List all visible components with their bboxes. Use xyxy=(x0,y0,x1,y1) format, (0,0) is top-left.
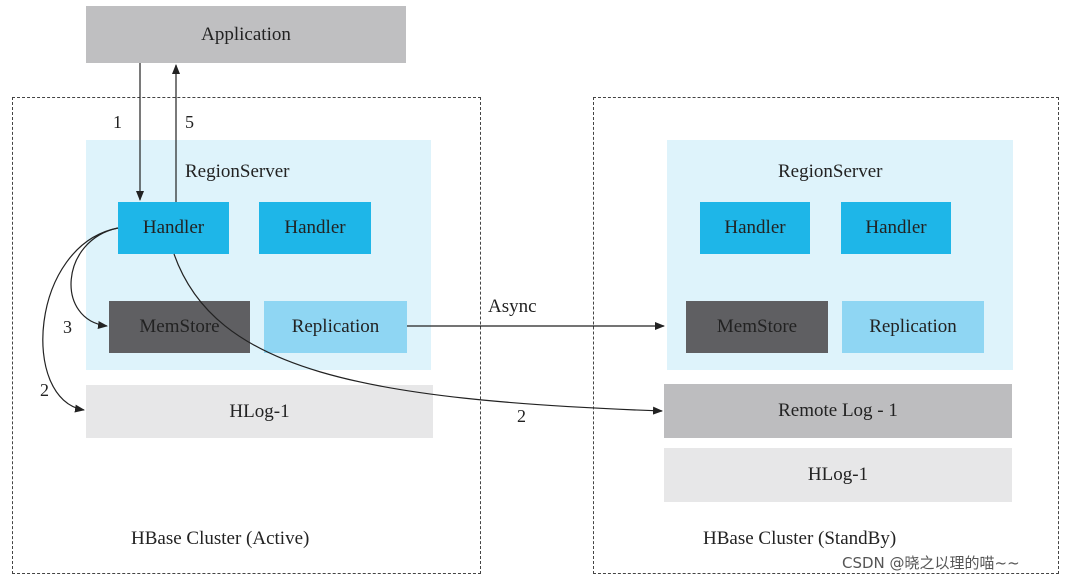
application-label: Application xyxy=(201,23,291,45)
active-memstore: MemStore xyxy=(109,301,250,353)
replication-label: Replication xyxy=(869,316,957,337)
standby-replication: Replication xyxy=(842,301,984,353)
handler-label: Handler xyxy=(142,217,205,238)
active-replication: Replication xyxy=(264,301,407,353)
handler-label: Handler xyxy=(724,217,786,238)
active-handler-2: Handler xyxy=(259,202,371,254)
application-box: Application xyxy=(86,6,406,63)
hlog-label: HLog-1 xyxy=(807,464,869,485)
standby-region-server-label: RegionServer xyxy=(778,161,883,182)
standby-cluster-label: HBase Cluster (StandBy) xyxy=(703,528,897,549)
replication-label: Replication xyxy=(291,316,380,337)
arrow-step-3 xyxy=(70,227,119,329)
handler-label: Handler xyxy=(284,217,346,238)
arrow-step-2-local xyxy=(42,227,119,413)
csdn-watermark: CSDN @晓之以理的喵~~ xyxy=(842,554,1020,572)
standby-memstore: MemStore xyxy=(686,301,828,353)
edge-label-async: Async xyxy=(488,296,537,317)
memstore-label: MemStore xyxy=(716,316,798,337)
standby-handler-1: Handler xyxy=(700,202,810,254)
active-cluster xyxy=(12,97,481,574)
active-region-server-label: RegionServer xyxy=(185,161,290,182)
active-hlog: HLog-1 xyxy=(86,385,433,438)
arrow-step-2-remote xyxy=(173,253,663,415)
standby-remote-log: Remote Log - 1 xyxy=(664,384,1012,438)
remote-log-label: Remote Log - 1 xyxy=(778,400,898,421)
standby-cluster xyxy=(593,97,1059,574)
edge-label-2-local: 2 xyxy=(40,380,49,400)
active-handler-1: Handler xyxy=(118,202,229,254)
memstore-label: MemStore xyxy=(139,316,220,337)
edge-label-5: 5 xyxy=(185,112,194,132)
standby-handler-2: Handler xyxy=(841,202,951,254)
hlog-label: HLog-1 xyxy=(229,400,290,422)
edge-label-1: 1 xyxy=(113,112,122,132)
handler-label: Handler xyxy=(865,217,927,238)
active-cluster-label: HBase Cluster (Active) xyxy=(131,528,310,549)
standby-hlog: HLog-1 xyxy=(664,448,1012,502)
edge-label-3: 3 xyxy=(63,317,72,337)
edge-label-2-remote: 2 xyxy=(517,406,526,426)
